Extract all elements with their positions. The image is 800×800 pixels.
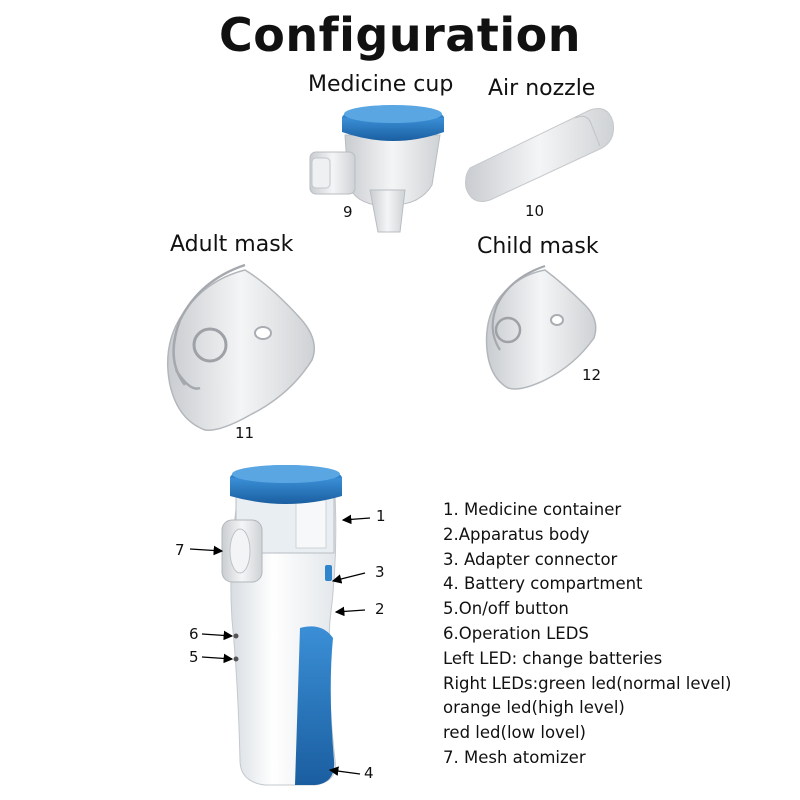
- air-nozzle-number: 10: [525, 202, 545, 220]
- legend-item: 5.On/off button: [443, 599, 569, 619]
- legend-item: 6.Operation LEDS: [443, 623, 589, 643]
- callout-2: 2: [375, 600, 385, 618]
- callout-arrows: [189, 514, 371, 776]
- air-nozzle-label: Air nozzle: [488, 76, 596, 101]
- legend-item: orange led(high level): [443, 698, 625, 718]
- callout-1: 1: [376, 507, 386, 525]
- callout-6: 6: [189, 625, 199, 643]
- callout-3: 3: [375, 563, 385, 581]
- adult-mask-number: 11: [235, 424, 255, 442]
- legend-item: 4. Battery compartment: [443, 574, 643, 594]
- medicine-cup-label: Medicine cup: [308, 72, 454, 97]
- adult-mask-label: Adult mask: [170, 232, 294, 257]
- parts-legend: 1. Medicine container 2.Apparatus body 3…: [443, 498, 731, 771]
- legend-item: 2.Apparatus body: [443, 524, 590, 544]
- callout-4: 4: [364, 764, 374, 782]
- callout-5: 5: [189, 648, 199, 666]
- legend-item: 1. Medicine container: [443, 500, 622, 519]
- child-mask-label: Child mask: [477, 234, 599, 259]
- air-nozzle-image: [465, 108, 614, 202]
- adult-mask-image: [167, 263, 315, 431]
- legend-item: 3. Adapter connector: [443, 549, 618, 569]
- medicine-cup-image: [309, 105, 444, 233]
- child-mask-image: [485, 264, 597, 390]
- legend-item: red led(low lovel): [443, 723, 586, 743]
- nebulizer-device-image: [221, 465, 342, 786]
- legend-item: Left LED: change batteries: [443, 648, 663, 668]
- page-title: Configuration: [219, 8, 581, 62]
- legend-item: Right LEDs:green led(normal level): [443, 673, 732, 693]
- child-mask-number: 12: [582, 366, 602, 384]
- legend-item: 7. Mesh atomizer: [443, 747, 586, 767]
- medicine-cup-number: 9: [343, 203, 353, 221]
- callout-7: 7: [175, 541, 185, 559]
